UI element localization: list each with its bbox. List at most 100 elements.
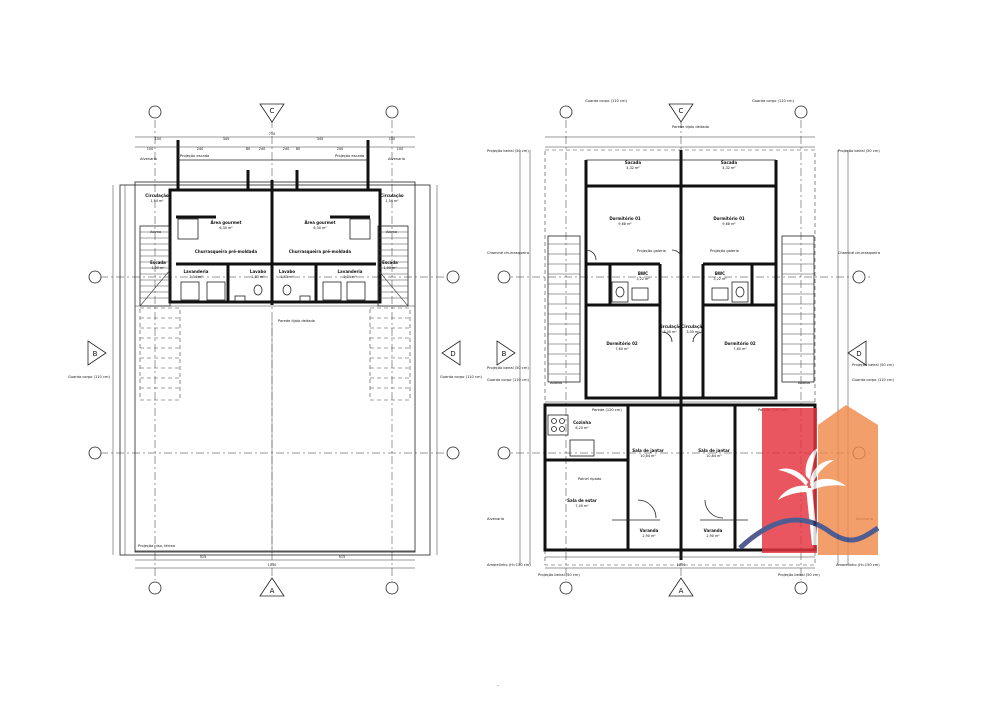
room-name: Escada [382,260,398,265]
room-area: 2,90 m² [706,534,720,538]
axis-marker-bottom: A [259,577,285,597]
axis-marker-left: B [87,340,107,366]
axis-marker-top: C [259,103,285,123]
room-name: Circulação [145,193,169,198]
dimension-label: 345 [223,137,229,141]
note-label: Acima [386,230,397,234]
note-label: Guarda corpo (110 cm) [585,99,627,103]
watermark-logo [738,405,880,555]
room-name: Sala de estar [567,498,597,503]
axis-letter: C [679,107,684,115]
note-label: Projeção escada [335,154,364,158]
room-name: Lavanderia [183,269,208,274]
note-label: Guarda corpo (110 cm) [852,378,894,382]
room-name: Dormitório 02 [724,341,756,346]
room-name: Área gourmet [304,220,335,225]
note-label: Projeção escada [180,154,209,158]
note-label: Abaixo [550,381,562,385]
axis-letter: A [270,587,275,595]
note-label: Amarelinho (H=150 cm) [836,563,880,567]
room-name: Sala de jantar [632,448,664,453]
note-label: Acima [150,230,161,234]
room-area: 9,68 m² [722,222,736,226]
note-label: Projeção beiral (50 cm) [852,363,894,367]
palm-tree-icon [778,448,846,545]
room-area: 2,34 m² [189,275,203,279]
room-name: Dormitório 02 [606,341,638,346]
room-name: Varanda [704,528,723,533]
axis-letter: D [450,350,455,358]
room-name: Churrasqueira pré-moldada [289,249,351,254]
room-name: BWC [638,271,648,276]
note-label: Painel ripado [578,477,601,481]
axis-letter: A [679,587,684,595]
note-label: Chaminé churrasqueira [838,251,880,255]
note-label: Guarda corpo (110 cm) [68,375,110,379]
dimension-label: 240 [259,147,265,151]
room-area: 7,60 m² [733,347,747,351]
axis-marker-left: B [496,340,516,366]
room-name: Lavabo [250,269,266,274]
note-label: Alvenaria [487,517,504,521]
dimension-label: 100 [397,147,403,151]
room-name: Sacada [721,160,738,165]
note-label: Projeção beiral (50 cm) [487,366,529,370]
note-label: Projeção beiral (50 cm) [778,573,820,577]
note-label: Alvenaria [388,157,405,161]
note-label: Chaminé churrasqueira [487,251,529,255]
room-area: 6,30 m² [219,226,233,230]
logo-orange-house [818,405,878,555]
dimension-label: 1030 [677,563,686,567]
left-stair-east [369,225,411,401]
dimension-label: 515 [200,555,206,559]
axis-marker-right: D [441,340,461,366]
dimension-label: 150 [389,137,395,141]
note-label: Projeção beiral (50 cm) [838,149,880,153]
dimension-label: 1030 [268,563,277,567]
room-name: Área gourmet [210,220,241,225]
room-area: 1,83 m² [280,275,294,279]
room-area: 7,60 m² [615,347,629,351]
room-name: Circulação [681,324,705,329]
note-label: Projeção beiral (50 cm) [538,573,580,577]
room-area: 1,54 m² [150,199,164,203]
axis-letter: D [856,350,861,358]
room-name: Cozinha [573,420,591,425]
left-stair-west [139,225,181,401]
room-area: 4,32 m² [722,166,736,170]
room-name: Dormitório 01 [609,216,641,221]
room-name: Dormitório 01 [713,216,745,221]
note-label: Guarda corpo (110 cm) [752,99,794,103]
left-plan: Área gourmet 6,30 m² Área gourmet 6,30 m… [68,103,482,597]
room-area: 1,99 m² [151,266,165,270]
room-area: 10,84 m² [640,454,656,458]
room-area: 4,32 m² [626,166,640,170]
room-name: Sacada [625,160,642,165]
right-stair-east [781,235,815,383]
room-area: 3,00 m² [686,330,700,334]
room-area: 2,90 m² [642,534,656,538]
room-area: 10,84 m² [706,454,722,458]
room-name: Lavabo [279,269,295,274]
dimension-label: 515 [339,555,345,559]
room-name: Circulação [658,324,682,329]
note-label: Projeção galeria [637,249,666,253]
room-area: 6,30 m² [313,226,327,230]
note-label: Guarda corpo (110 cm) [440,375,482,379]
room-name: Churrasqueira pré-moldada [195,249,257,254]
room-name: BWC [715,271,725,276]
dimension-label: 240 [283,147,289,151]
note-label: Abaixo [798,381,810,385]
right-stair-west [547,235,581,383]
room-name: Lavanderia [337,269,362,274]
room-area: 6,20 m² [575,426,589,430]
dimension-label: 150 [155,137,161,141]
axis-letter: B [502,350,507,358]
room-area: 7,40 m² [575,504,589,508]
axis-marker-top: C [668,103,694,123]
room-area: 9,68 m² [618,222,632,226]
note-label: Guarda corpo (110 cm) [487,378,529,382]
page-dot: . [497,681,499,688]
